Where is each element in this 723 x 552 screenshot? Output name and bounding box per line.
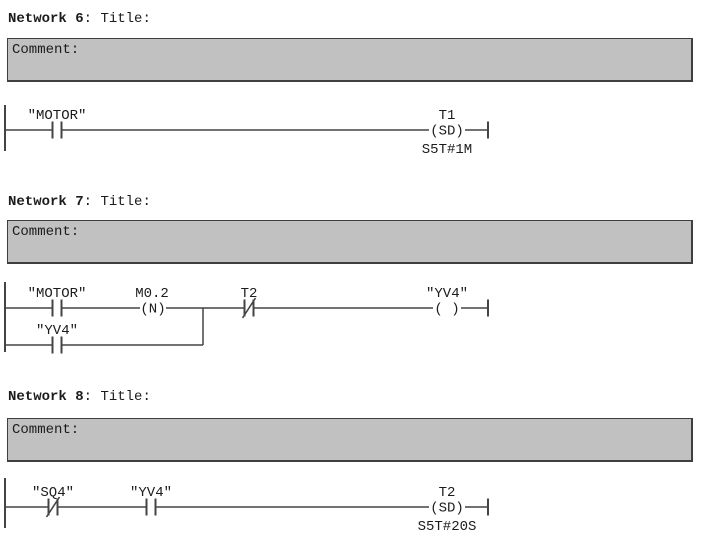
nc-slash <box>45 496 61 518</box>
no-contact-yv4-parallel[interactable]: "YV4" <box>36 323 78 354</box>
contact-label: "YV4" <box>36 323 78 339</box>
negative-edge-coil-m0-2[interactable]: M0.2 (N) <box>135 286 169 318</box>
negative-edge-symbol: (N) <box>140 302 165 318</box>
output-coil-symbol: ( ) <box>434 302 459 318</box>
contact-label: "MOTOR" <box>28 108 87 124</box>
output-coil-yv4[interactable]: "YV4" ( ) <box>426 286 468 318</box>
network-8-comment-box[interactable]: Comment: <box>7 418 693 462</box>
edge-operand-label: M0.2 <box>135 286 169 302</box>
network-number: Network 6 <box>8 11 84 27</box>
title-separator: : <box>83 194 101 210</box>
contact-label: "YV4" <box>130 485 172 501</box>
network-number: Network 7 <box>8 194 84 210</box>
network-7-title[interactable]: Network 7: Title: <box>8 195 151 210</box>
sd-coil-symbol: (SD) <box>430 124 464 140</box>
comment-label: Comment: <box>12 422 80 438</box>
no-contact-yv4[interactable]: "YV4" <box>130 485 172 516</box>
sd-coil-symbol: (SD) <box>430 501 464 517</box>
timer-duration-label: S5T#1M <box>422 142 472 158</box>
nc-contact-sq4[interactable]: "SQ4" <box>32 485 74 518</box>
network-number: Network 8 <box>8 389 84 405</box>
coil-operand-label: "YV4" <box>426 286 468 302</box>
nc-slash <box>241 297 257 319</box>
coil-operand-label: T2 <box>439 485 456 501</box>
network-6: Network 6: Title: Comment: "MOTOR" T1 (S… <box>0 12 723 182</box>
nc-contact-t2[interactable]: T2 <box>241 286 258 319</box>
contact-label: "SQ4" <box>32 485 74 501</box>
network-6-title[interactable]: Network 6: Title: <box>8 12 151 27</box>
title-separator: : <box>83 11 101 27</box>
sd-timer-coil-t2[interactable]: T2 (SD) S5T#20S <box>418 485 477 535</box>
ladder-rung-network-6: "MOTOR" T1 (SD) S5T#1M <box>4 105 489 158</box>
network-7-comment-box[interactable]: Comment: <box>7 220 693 264</box>
network-6-comment-box[interactable]: Comment: <box>7 38 693 82</box>
network-8: Network 8: Title: Comment: "SQ4" "YV4" T… <box>0 390 723 550</box>
network-title-label: Title: <box>100 194 151 210</box>
comment-label: Comment: <box>12 42 80 58</box>
network-title-label: Title: <box>100 11 151 27</box>
ladder-rung-network-7: "MOTOR" M0.2 (N) T2 "YV4" ( ) <box>4 282 489 354</box>
network-8-title[interactable]: Network 8: Title: <box>8 390 151 405</box>
network-7: Network 7: Title: Comment: "MOTOR" M0.2 … <box>0 195 723 370</box>
coil-operand-label: T1 <box>439 108 456 124</box>
comment-label: Comment: <box>12 224 80 240</box>
timer-duration-label: S5T#20S <box>418 519 477 535</box>
no-contact-motor[interactable]: "MOTOR" <box>28 108 87 139</box>
contact-label: "MOTOR" <box>28 286 87 302</box>
ladder-rung-network-8: "SQ4" "YV4" T2 (SD) S5T#20S <box>4 478 489 535</box>
title-separator: : <box>83 389 101 405</box>
contact-label: T2 <box>241 286 258 302</box>
network-title-label: Title: <box>100 389 151 405</box>
no-contact-motor[interactable]: "MOTOR" <box>28 286 87 317</box>
sd-timer-coil-t1[interactable]: T1 (SD) S5T#1M <box>422 108 472 158</box>
